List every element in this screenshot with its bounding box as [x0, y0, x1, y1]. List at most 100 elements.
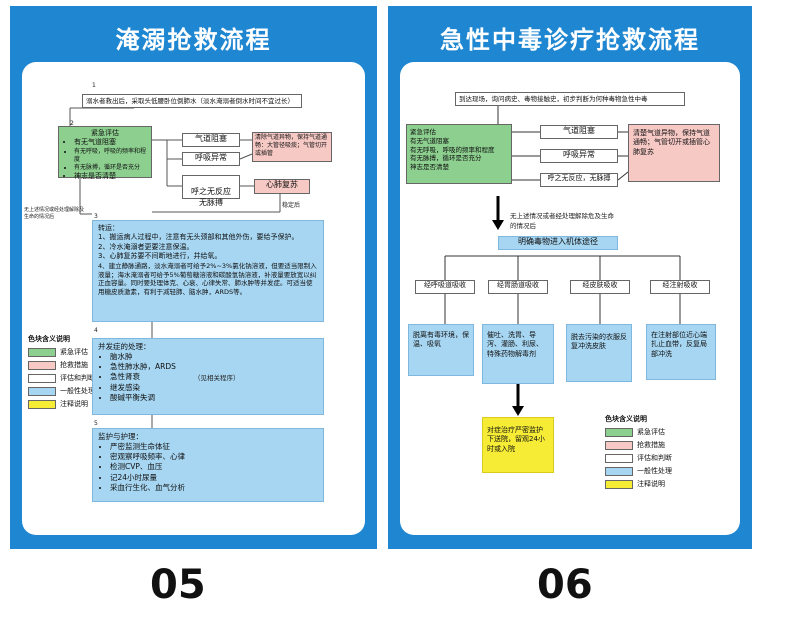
step-5-number: 5: [94, 420, 98, 427]
emergency-assessment-box: 紧急评估 有无气道阻塞 有无呼吸，呼吸的频率和程度 有无脉搏，循环是否充分 神志…: [58, 126, 152, 181]
airway-blocked-label-06: 气道阻塞: [563, 126, 595, 135]
legend-swatch: [605, 466, 633, 476]
legend-label: 评估和判断: [60, 374, 95, 382]
legend-swatch: [28, 373, 56, 383]
poster-06-number: 06: [537, 562, 593, 608]
monitoring-list: 严密监测生命体征 密观察呼吸频率、心律 检测CVP、血压 记24小时尿量 采血行…: [98, 442, 318, 493]
complication-item: 酸碱平衡失调: [110, 393, 318, 403]
poster-06: 急性中毒诊疗抢救流程 到达现场，询问病史、毒物接触史: [388, 6, 752, 549]
transfer-item: 2、冷水淹溺者更要注意保温。: [98, 242, 194, 251]
legend-swatch: [605, 453, 633, 463]
legend-item: 评估和判断: [28, 373, 95, 383]
arrival-text: 到达现场，询问病史、毒物接触史，初步判断为何种毒物急性中毒: [459, 95, 648, 103]
route-gi-box: 经胃肠道吸收: [488, 280, 548, 294]
route-label: 经注射吸收: [662, 281, 698, 289]
legend-item: 一般性处理: [28, 386, 95, 396]
complications-reference: （见相关程序）: [194, 374, 240, 382]
assess-line: 有无呼吸，呼吸的频率和程度: [410, 145, 495, 154]
legend-item: 评估和判断: [605, 453, 672, 463]
route-skin-box: 经皮肤吸收: [570, 280, 630, 294]
poster-06-connectors: [444, 106, 681, 416]
poster-05: 淹溺抢救流程 1 溺水者救出后，采取头低腰卧位倒肺水（淡水淹溺者倒水时间不宜过长…: [10, 6, 377, 549]
poster-05-legend: 色块含义说明 紧急评估 抢救措施 评估和判断 一般性处理 注释说明: [28, 334, 95, 412]
clear-airway-text: 清除气道异物，保持气道通畅：大管径吸痰；气管切开或插管: [255, 134, 328, 158]
legend-title: 色块含义说明: [28, 335, 70, 343]
poster-05-number: 05: [150, 562, 206, 608]
arrival-box: 到达现场，询问病史、毒物接触史，初步判断为何种毒物急性中毒: [455, 92, 685, 106]
legend-item: 一般性处理: [605, 466, 672, 476]
step-1-text: 溺水者救出后，采取头低腰卧位倒肺水（淡水淹溺者倒水时间不宜过长）: [86, 97, 294, 105]
emergency-assessment-heading: 紧急评估: [91, 129, 119, 137]
transfer-box: 转运： 1、搬运病人过程中，注意有无头颈部和其他外伤，要给予保护。 2、冷水淹溺…: [92, 220, 324, 322]
action-text: 在注射部位近心端扎止血带，反复局部冲洗: [651, 331, 707, 358]
stable-note: 稳定后: [282, 202, 301, 209]
complication-item: 急性肺水肿，ARDS: [110, 362, 318, 372]
legend-item: 抢救措施: [605, 440, 672, 450]
legend-item: 紧急评估: [605, 427, 672, 437]
hospital-transfer-text: 对症治疗严密监护下送院，留观24小时或入院: [487, 426, 545, 453]
monitoring-item: 严密监测生命体征: [110, 442, 318, 452]
no-pulse-label: 呼之无反应 无脉搏: [191, 186, 231, 207]
breathing-abnormal-label-06: 呼吸异常: [563, 150, 595, 159]
no-pulse-label-06: 呼之无反应，无脉搏: [547, 174, 611, 182]
legend-swatch: [28, 360, 56, 370]
complication-item: 急性肾衰: [110, 372, 318, 382]
monitoring-box: 监护与护理： 严密监测生命体征 密观察呼吸频率、心律 检测CVP、血压 记24小…: [92, 428, 324, 502]
no-pulse-box-06: 呼之无反应，无脉搏: [540, 173, 618, 187]
assess-line: 有无脉搏，循环是否充分: [410, 154, 482, 163]
step-3-number: 3: [94, 213, 98, 220]
legend-item: 抢救措施: [28, 360, 95, 370]
emergency-assessment-list: 有无气道阻塞 有无呼吸，呼吸的频率和程度 有无脉搏，循环是否充分 神志是否清楚: [62, 138, 148, 181]
step-4-number: 4: [94, 327, 98, 334]
monitoring-heading: 监护与护理：: [98, 432, 143, 441]
route-injection-box: 经注射吸收: [650, 280, 710, 294]
legend-label: 一般性处理: [637, 467, 672, 475]
step-2-number: 2: [70, 120, 74, 127]
step-1-number: 1: [92, 82, 96, 89]
action-injection-box: 在注射部位近心端扎止血带，反复局部冲洗: [646, 324, 716, 380]
rescue-text-06: 清楚气道异物，保持气道通畅；气管切开或插管心肺复苏: [633, 129, 710, 156]
breathing-abnormal-label: 呼吸异常: [195, 153, 227, 162]
legend-label: 抢救措施: [60, 361, 88, 369]
action-text: 催吐、洗胃、导泻、灌肠、利尿、特殊药物解毒剂: [487, 331, 543, 358]
poster-05-title: 淹溺抢救流程: [115, 26, 272, 54]
legend-item: 注释说明: [28, 399, 95, 409]
legend-label: 注释说明: [637, 480, 665, 488]
legend-swatch: [605, 440, 633, 450]
action-skin-box: 脱去污染的衣服反复冲洗皮肤: [566, 324, 632, 382]
entry-route-label: 明确毒物进入机体途径: [518, 237, 598, 246]
legend-label: 一般性处理: [60, 387, 95, 395]
complications-heading: 并发症的处理：: [98, 342, 151, 351]
airway-blocked-box-06: 气道阻塞: [540, 125, 618, 139]
poster-06-card: 到达现场，询问病史、毒物接触史，初步判断为何种毒物急性中毒 紧急评估 有无气道阻…: [400, 62, 740, 535]
monitoring-item: 采血行生化、血气分析: [110, 483, 318, 493]
hospital-transfer-box: 对症治疗严密监护下送院，留观24小时或入院: [482, 417, 554, 473]
assess-line: 紧急评估: [410, 128, 436, 136]
transfer-item: 1、搬运病人过程中，注意有无头颈部和其他外伤，要给予保护。: [98, 233, 299, 242]
legend-label: 评估和判断: [637, 454, 672, 462]
assess-item: 有无脉搏，循环是否充分: [74, 164, 148, 172]
poster-06-title: 急性中毒诊疗抢救流程: [440, 26, 700, 54]
action-gi-box: 催吐、洗胃、导泻、灌肠、利尿、特殊药物解毒剂: [482, 324, 554, 384]
legend-swatch: [28, 386, 56, 396]
poster-06-legend: 色块含义说明 紧急评估 抢救措施 评估和判断 一般性处理 注释说明: [605, 414, 672, 492]
complication-item: 脑水肿: [110, 352, 318, 362]
airway-blocked-label: 气道阻塞: [195, 134, 227, 143]
route-respiratory-box: 经呼吸道吸收: [415, 280, 475, 294]
action-text: 脱去污染的衣服反复冲洗皮肤: [571, 333, 627, 351]
mid-note: 无上述情况或者经处理解除危及生命的情况后: [510, 212, 614, 230]
legend-item: 注释说明: [605, 479, 672, 489]
legend-label: 抢救措施: [637, 441, 665, 449]
assess-item: 有无呼吸，呼吸的频率和程度: [74, 148, 148, 164]
assess-item: 有无气道阻塞: [74, 138, 148, 147]
side-note: 无上述情况或经处理解除及生命的情况后: [24, 207, 85, 220]
monitoring-item: 记24小时尿量: [110, 473, 318, 483]
action-text: 脱离有毒环境，保温、吸氧: [413, 331, 469, 349]
legend-swatch: [28, 399, 56, 409]
legend-label: 注释说明: [60, 400, 88, 408]
entry-route-box: 明确毒物进入机体途径: [498, 236, 618, 250]
assess-line: 有无气道阻塞: [410, 136, 449, 145]
route-label: 经呼吸道吸收: [424, 281, 466, 289]
breathing-abnormal-box: 呼吸异常: [182, 152, 240, 166]
assess-item: 神志是否清楚: [74, 172, 148, 181]
